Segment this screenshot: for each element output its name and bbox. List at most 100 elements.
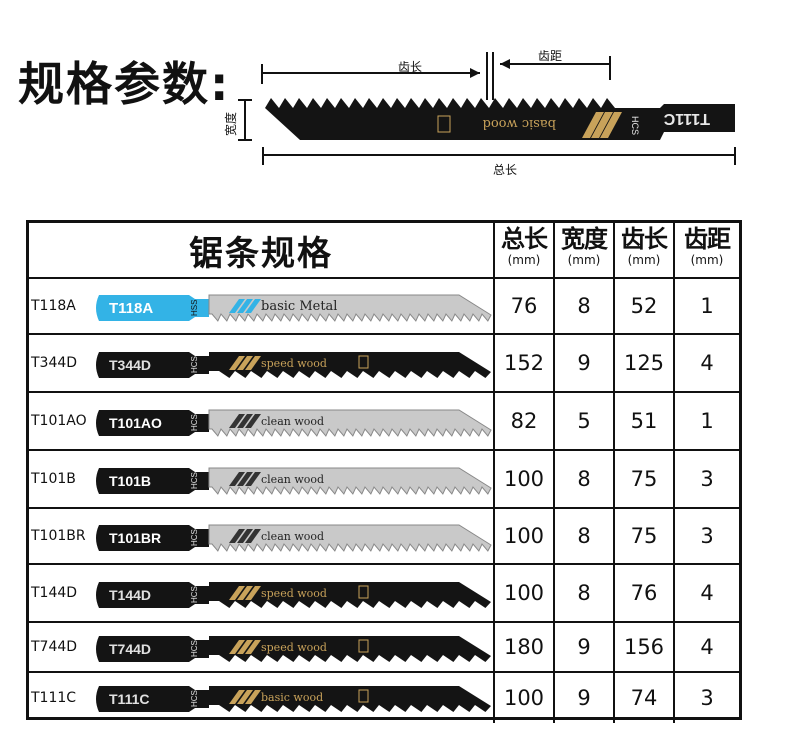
blade-material: HCS: [190, 356, 199, 373]
blade-shank: [96, 525, 209, 551]
width-value: 8: [555, 565, 615, 621]
total-length-value: 82: [495, 393, 555, 449]
tooth-pitch-value: 3: [700, 524, 714, 548]
model-name: T101BR: [31, 528, 86, 544]
tooth-pitch-value: 4: [700, 351, 714, 375]
tooth-length-value: 156: [615, 623, 675, 671]
table-header-row: 锯条规格 总长 (mm) 宽度 (mm) 齿长 (mm) 齿距 (mm): [29, 223, 739, 279]
blade-shank: [96, 468, 209, 494]
blade-shank: [96, 295, 209, 321]
total-length-value: 180: [495, 623, 555, 671]
blade-print: clean wood: [261, 530, 324, 543]
total-length-value: 152: [495, 335, 555, 391]
blade-print: clean wood: [261, 415, 324, 428]
tooth-length-value: 75: [615, 451, 675, 507]
tooth-pitch-label: 齿距: [538, 49, 562, 63]
blade-print: speed wood: [261, 587, 327, 600]
blade-label: T101BR: [109, 530, 161, 546]
tooth-pitch-value: 1: [700, 409, 714, 433]
blade-print: basic Metal: [261, 299, 337, 314]
blade-shank: [96, 582, 209, 608]
width-value: 5: [555, 393, 615, 449]
blade-body: [208, 467, 492, 495]
blade-material: HCS: [190, 690, 199, 707]
top-blade-body: [265, 98, 735, 140]
tooth-length-label: 齿长: [398, 60, 422, 74]
width-value: 8: [555, 279, 615, 333]
col-total-length: 总长 (mm): [495, 223, 555, 277]
blade-shank: [96, 636, 209, 662]
blade-label: T744D: [109, 641, 151, 657]
col-tooth-length: 齿长 (mm): [615, 223, 675, 277]
blade-print: speed wood: [261, 357, 327, 370]
total-length-value: 100: [495, 509, 555, 563]
blade-label: T144D: [109, 587, 151, 603]
tooth-pitch-value: 4: [700, 635, 714, 659]
blade-label: T101AO: [109, 415, 162, 431]
table-title: 锯条规格: [189, 233, 333, 274]
blade-body: [208, 409, 492, 437]
blade-material: HCS: [190, 472, 199, 489]
blade-image: T744D HCS speed wood: [96, 636, 491, 662]
model-name: T744D: [31, 639, 78, 655]
blade-body: [209, 352, 491, 378]
spec-title: 规格参数:: [18, 57, 231, 111]
width-value: 8: [555, 451, 615, 507]
blade-body: [208, 294, 492, 322]
blade-body: [208, 524, 492, 552]
model-name: T118A: [31, 298, 76, 314]
blade-image: T111C HCS basic wood: [96, 686, 491, 712]
blade-image: T344D HCS speed wood: [96, 352, 491, 378]
model-cell: T344D HCS speed wood T344D: [29, 335, 495, 391]
blade-spec-table: 锯条规格 总长 (mm) 宽度 (mm) 齿长 (mm) 齿距 (mm) T11…: [26, 220, 742, 723]
width-value: 8: [555, 509, 615, 563]
width-value: 9: [555, 623, 615, 671]
tooth-length-value: 76: [615, 565, 675, 621]
total-length-value: 76: [495, 279, 555, 333]
blade-print: speed wood: [261, 641, 327, 654]
blade-print: basic wood: [261, 691, 323, 704]
model-name: T344D: [31, 355, 78, 371]
top-blade-model: T111C: [663, 110, 710, 127]
top-blade-print: basic wood: [483, 116, 556, 131]
blade-label: T118A: [109, 300, 153, 317]
model-name: T144D: [31, 585, 78, 601]
tooth-pitch-value: 3: [700, 467, 714, 491]
width-label: 宽度: [223, 112, 238, 136]
tooth-length-value: 52: [615, 279, 675, 333]
width-value: 9: [555, 673, 615, 723]
total-length-value: 100: [495, 565, 555, 621]
total-length-label: 总长: [493, 163, 517, 177]
model-name: T101B: [31, 471, 76, 487]
tooth-pitch-value: 1: [700, 294, 714, 318]
tooth-length-value: 51: [615, 393, 675, 449]
total-length-value: 100: [495, 673, 555, 723]
blade-shank: [96, 352, 209, 378]
blade-shank: [96, 410, 209, 436]
col-width: 宽度 (mm): [555, 223, 615, 277]
width-value: 9: [555, 335, 615, 391]
tooth-pitch-value: 3: [700, 686, 714, 710]
tooth-length-value: 125: [615, 335, 675, 391]
blade-material: HCS: [190, 640, 199, 657]
blade-label: T111C: [109, 691, 149, 707]
blade-label: T344D: [109, 357, 151, 373]
